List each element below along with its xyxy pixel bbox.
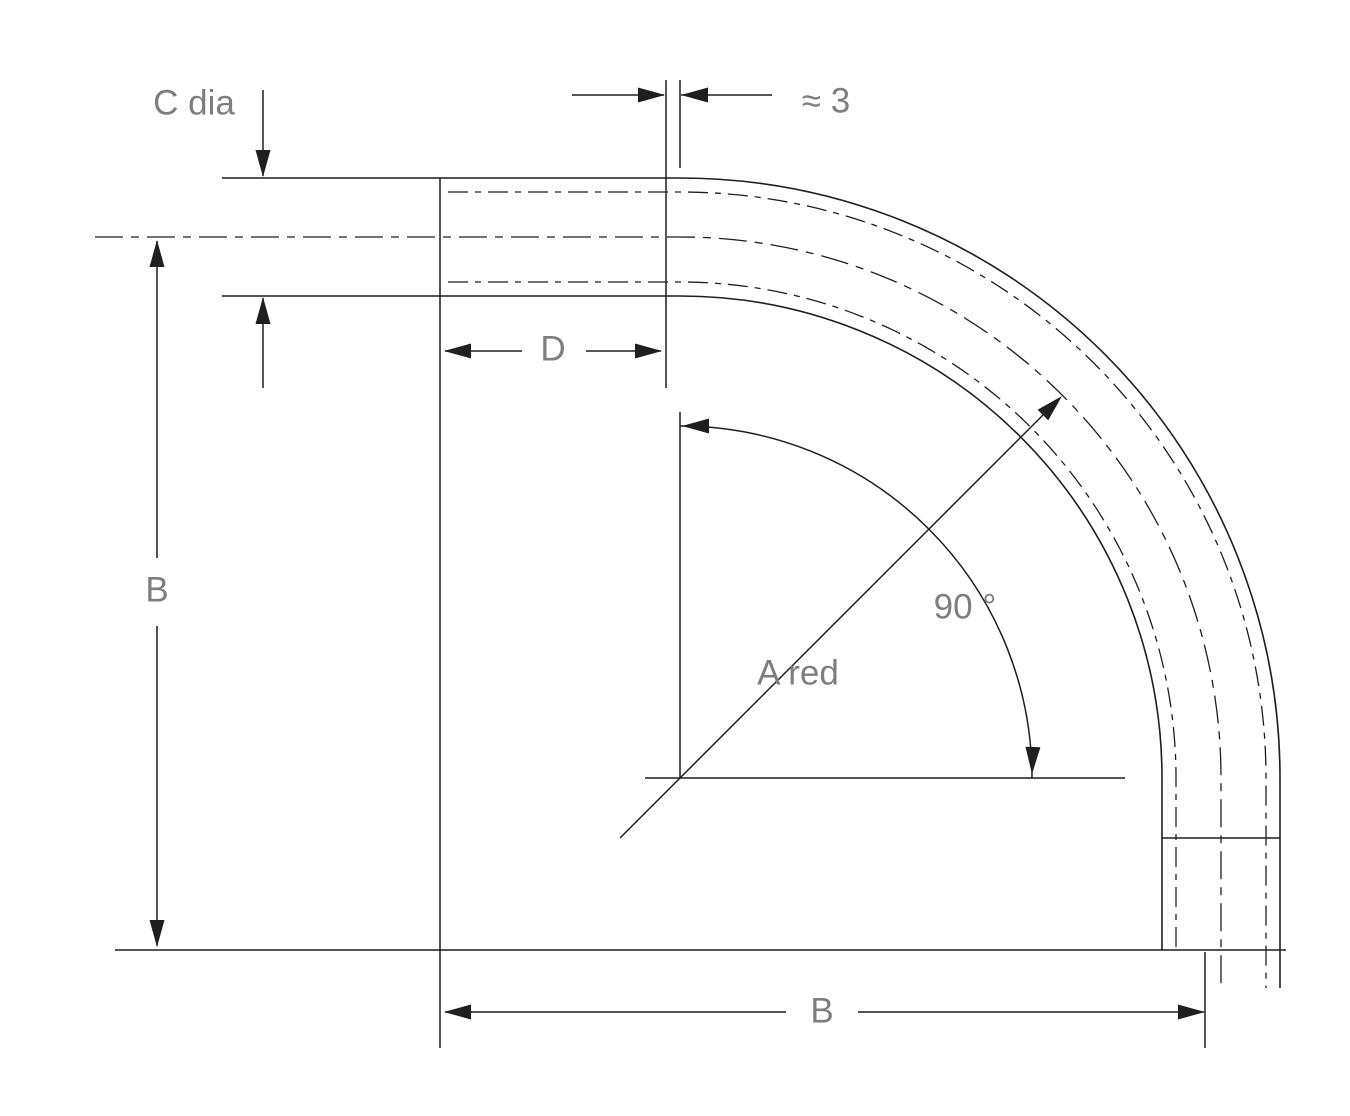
tube-bore-outer: [448, 191, 1267, 988]
dim-b-vertical: B: [145, 240, 169, 947]
reference-lines: [115, 80, 1286, 1048]
b-horiz-right-arrowhead: [1178, 1004, 1205, 1020]
label-a-rad: A red: [757, 653, 839, 692]
dim-d: D: [444, 329, 662, 368]
label-90-degrees: 90 °: [934, 587, 997, 626]
label-c-dia: C dia: [153, 83, 235, 122]
dim-b-horizontal: B: [444, 991, 1205, 1030]
angle-top-arrowhead: [682, 418, 709, 434]
dim-bend-angle: 90 °: [679, 418, 1041, 779]
c-dia-up-arrowhead: [255, 297, 271, 324]
approx3-left-arrowhead: [681, 87, 708, 103]
approx3-right-arrowhead: [638, 87, 665, 103]
tube-bore-inner: [448, 281, 1177, 950]
label-d: D: [540, 329, 565, 368]
label-b-horizontal: B: [810, 991, 833, 1030]
tube-inner-edge: [222, 295, 1163, 950]
tube-centerline: [95, 236, 1222, 988]
radius-leader-line: [619, 397, 1061, 839]
label-b-vertical: B: [145, 570, 168, 609]
tube-outer-edge: [222, 177, 1281, 988]
b-horiz-left-arrowhead: [444, 1004, 471, 1020]
d-left-arrowhead: [444, 343, 471, 359]
tube-outline: [95, 177, 1281, 988]
dim-approx-3: ≈ 3: [572, 81, 850, 120]
b-vert-down-arrowhead: [149, 920, 165, 947]
d-right-arrowhead: [635, 343, 662, 359]
b-vert-up-arrowhead: [149, 240, 165, 267]
angle-bottom-arrowhead: [1025, 746, 1041, 774]
dim-bend-radius: A red: [619, 396, 1062, 839]
radius-arrowhead: [1037, 396, 1062, 421]
c-dia-down-arrowhead: [255, 150, 271, 177]
dim-c-dia: C dia: [153, 83, 271, 388]
label-approx-3: ≈ 3: [802, 81, 850, 120]
